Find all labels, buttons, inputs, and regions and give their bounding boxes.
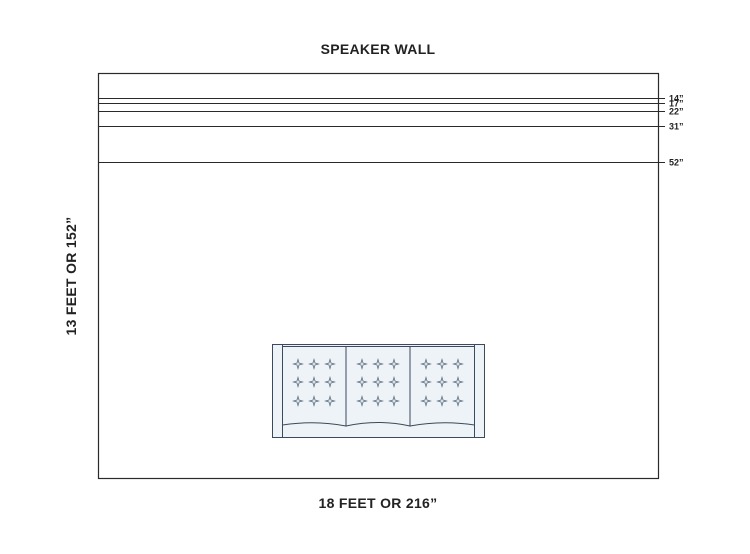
sofa-left-arm: [272, 344, 283, 438]
plus-sparkle-icon: [356, 395, 368, 407]
room-outline: [97, 72, 660, 480]
plus-sparkle-icon: [308, 395, 320, 407]
plus-sparkle-icon: [356, 376, 368, 388]
plus-sparkle-icon: [356, 358, 368, 370]
distance-lines: 14”17”22” 31” 52”: [99, 94, 684, 168]
room-width-label: 18 FEET OR 216”: [319, 495, 438, 511]
plus-sparkle-icon: [388, 358, 400, 370]
plus-sparkle-icon: [292, 376, 304, 388]
plus-sparkle-icon: [292, 395, 304, 407]
plus-sparkle-icon: [452, 395, 464, 407]
sofa-tufting: [292, 358, 464, 407]
plus-sparkle-icon: [388, 395, 400, 407]
plus-sparkle-icon: [324, 395, 336, 407]
distance-label-52: 52”: [669, 158, 684, 168]
plus-sparkle-icon: [452, 376, 464, 388]
plus-sparkle-icon: [372, 376, 384, 388]
plus-sparkle-icon: [372, 358, 384, 370]
distance-label-22: 22”: [669, 107, 684, 117]
plus-sparkle-icon: [420, 358, 432, 370]
plus-sparkle-icon: [372, 395, 384, 407]
plus-sparkle-icon: [436, 376, 448, 388]
plus-sparkle-icon: [452, 358, 464, 370]
distance-label-14: 14”: [669, 94, 684, 104]
plus-sparkle-icon: [292, 358, 304, 370]
distance-label-17: 17”: [669, 99, 684, 109]
distance-label-31: 31”: [669, 122, 684, 132]
plus-sparkle-icon: [308, 358, 320, 370]
plus-sparkle-icon: [420, 395, 432, 407]
plus-sparkle-icon: [420, 376, 432, 388]
sofa-icon: [272, 344, 485, 438]
plus-sparkle-icon: [324, 358, 336, 370]
plus-sparkle-icon: [388, 376, 400, 388]
plus-sparkle-icon: [308, 376, 320, 388]
plus-sparkle-icon: [436, 395, 448, 407]
plus-sparkle-icon: [324, 376, 336, 388]
room-height-label: 13 FEET OR 152”: [63, 217, 79, 336]
sofa-right-arm: [474, 344, 485, 438]
plus-sparkle-icon: [436, 358, 448, 370]
speaker-wall-title: SPEAKER WALL: [321, 41, 436, 57]
